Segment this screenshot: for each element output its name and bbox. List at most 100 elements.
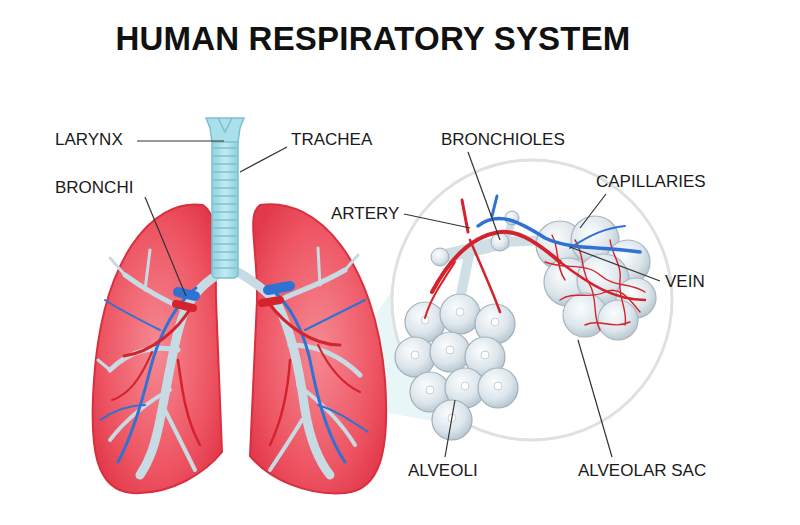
trachea-ring [213, 163, 237, 165]
leader-line [240, 147, 287, 172]
leader-line [145, 197, 186, 296]
vein [100, 405, 145, 420]
part-label: ARTERY [331, 205, 399, 224]
artery [432, 232, 560, 292]
alveolus [598, 300, 638, 340]
trachea-ring [213, 267, 237, 269]
leader-line [468, 152, 500, 240]
trachea-ring [213, 235, 237, 237]
alveolus-opening [446, 346, 454, 354]
leader-line [445, 400, 455, 457]
leader-line [578, 340, 612, 457]
artery [178, 360, 200, 445]
zoom-vessels [425, 196, 645, 318]
left-lung [93, 204, 222, 493]
title: HUMAN RESPIRATORY SYSTEM [115, 20, 630, 58]
part-label: LARYNX [55, 131, 123, 150]
trachea [212, 136, 238, 278]
alveolus-opening [491, 318, 499, 326]
part-label: BRONCHIOLES [441, 131, 565, 150]
part-label: CAPILLARIES [596, 173, 706, 192]
trachea-ring [213, 195, 237, 197]
capillary [560, 290, 640, 312]
bronchus [318, 248, 320, 285]
alveoli-cluster [395, 294, 518, 440]
vein [268, 286, 290, 290]
bronchus [145, 250, 150, 290]
bronchus [298, 385, 355, 445]
artery [470, 240, 500, 312]
vein [305, 300, 365, 330]
bronchus [290, 345, 360, 375]
trachea-ring [213, 179, 237, 181]
vein [570, 226, 625, 248]
part-label: BRONCHI [55, 179, 133, 198]
bronchus [98, 360, 110, 370]
trachea-ring [213, 243, 237, 245]
bronchus [345, 255, 358, 270]
trachea-rings [213, 148, 237, 268]
trachea-ring [213, 147, 237, 149]
trachea-ring [213, 187, 237, 189]
trachea-ring [213, 211, 237, 213]
part-label: ALVEOLI [408, 462, 478, 481]
artery [318, 345, 360, 392]
artery [124, 306, 192, 356]
leader-line [580, 194, 606, 228]
alveolus-opening [494, 382, 502, 390]
artery [268, 302, 340, 345]
artery [112, 352, 152, 400]
bronchus [140, 272, 222, 475]
leader-line [137, 140, 224, 141]
alveolus-opening [411, 351, 419, 359]
trachea-ring [213, 203, 237, 205]
part-label: ALVEOLAR SAC [578, 462, 706, 481]
artery [425, 262, 455, 318]
artery [270, 360, 290, 445]
leader-line [570, 247, 660, 281]
bronchiole-end [431, 248, 449, 266]
alveolus [440, 294, 480, 334]
bronchus [110, 258, 125, 275]
lung-vessels [100, 286, 368, 462]
trachea-ring [213, 227, 237, 229]
bronchiole [460, 250, 470, 300]
artery [560, 262, 645, 300]
larynx [206, 118, 244, 142]
bronchial-tree [98, 248, 360, 475]
trachea-ring [213, 251, 237, 253]
alveolus-opening [426, 386, 434, 394]
vein [478, 218, 640, 252]
alveolus-opening [461, 382, 469, 390]
artery [176, 304, 193, 308]
artery [262, 300, 280, 303]
vein [105, 300, 160, 330]
trachea-ring [213, 219, 237, 221]
alveolus [395, 337, 435, 377]
part-label: TRACHEA [291, 131, 372, 150]
larynx-notch [218, 118, 232, 132]
leader-lines [137, 141, 660, 457]
alveolus [430, 332, 470, 372]
trachea-ring [213, 155, 237, 157]
magnifier-circle [392, 160, 672, 440]
alveolus-opening [481, 351, 489, 359]
alveolar-sac [536, 216, 656, 340]
alveolus-opening [456, 308, 464, 316]
leader-line [404, 214, 470, 228]
capillary [610, 240, 626, 325]
bronchiole-junction [491, 233, 509, 251]
trachea-ring [213, 259, 237, 261]
trachea-ring [213, 171, 237, 173]
bronchus [270, 420, 302, 470]
alveolus [478, 368, 518, 408]
part-label: VEIN [665, 273, 705, 292]
bronchus [165, 410, 195, 470]
vein [318, 405, 368, 432]
vein [492, 196, 497, 216]
vein [270, 288, 345, 462]
capillary [585, 322, 630, 325]
vein [178, 292, 195, 296]
